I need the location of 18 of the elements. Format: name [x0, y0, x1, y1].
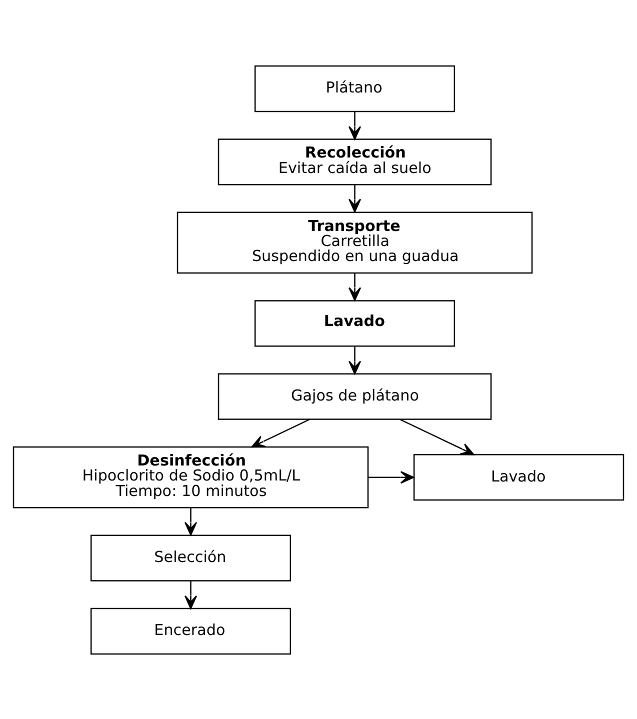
node-box: Lavado — [254, 300, 456, 346]
node-box: Plátano — [254, 64, 456, 112]
arrow — [348, 272, 362, 300]
node-box: Encerado — [90, 607, 292, 654]
arrow — [348, 346, 362, 374]
arrow — [184, 507, 198, 536]
node-box: Gajos de plátano — [218, 372, 492, 420]
arrow — [348, 111, 362, 140]
arrow — [251, 418, 310, 448]
arrow — [348, 184, 362, 212]
node-box: Transporte Carretilla Suspendido en una guadua — [176, 211, 533, 274]
node-box: Selección — [90, 534, 292, 581]
arrow — [184, 580, 198, 609]
node-box: Recolección Evitar caída al suelo — [218, 138, 492, 185]
arrow — [400, 418, 474, 455]
node-box: Lavado — [413, 454, 624, 500]
arrow — [368, 470, 414, 484]
node-box: Desinfección Hipoclorito de Sodio 0,5mL/L Tiempo: 10 minutos — [12, 446, 369, 508]
